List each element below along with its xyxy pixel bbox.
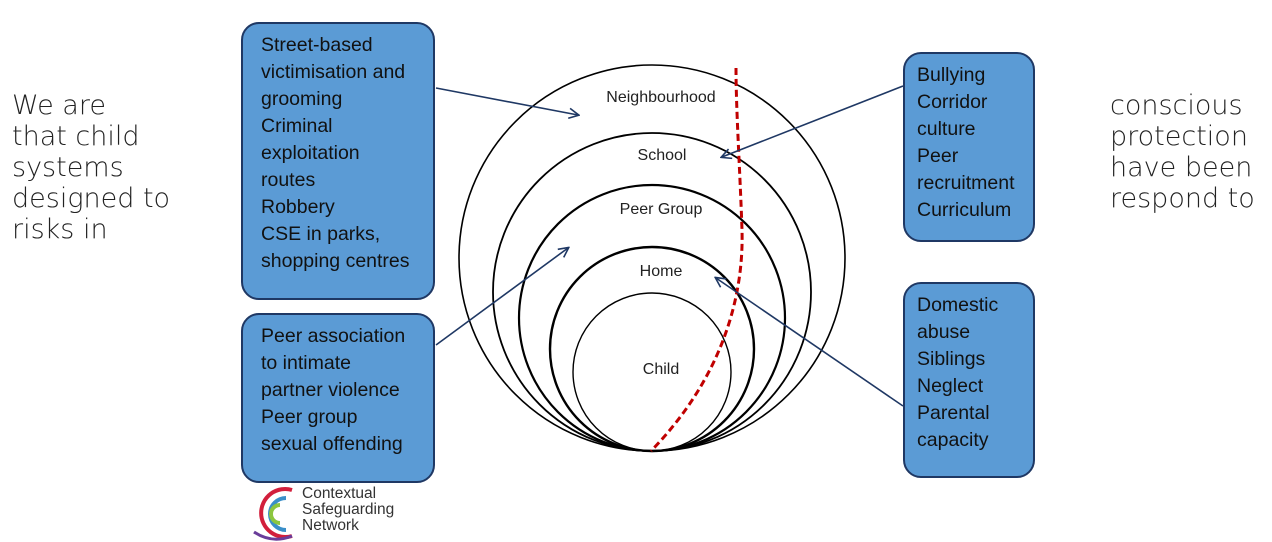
- arrow-home-to-home: [716, 278, 904, 407]
- left-text-line: We are: [12, 90, 106, 121]
- box-line: capacity: [917, 429, 989, 451]
- left-text-line: that child: [12, 121, 140, 152]
- box-line: Parental: [917, 402, 990, 424]
- box-line: victimisation and: [261, 61, 406, 83]
- risk-box-home: Domestic abuse Siblings Neglect Parental…: [903, 282, 1035, 478]
- ring-peer-group: [517, 183, 787, 453]
- box-line: Criminal: [261, 115, 333, 137]
- box-line: Domestic: [917, 294, 999, 316]
- box-line: culture: [917, 118, 976, 140]
- arrow-peer-to-peer-group: [435, 248, 568, 346]
- box-line: recruitment: [917, 172, 1015, 194]
- box-line: Street-based: [261, 34, 373, 56]
- logo-text-line: Contextual: [302, 485, 377, 502]
- ring-label-peer-group: Peer Group: [620, 201, 703, 218]
- ring-label-child: Child: [643, 361, 679, 378]
- box-line: shopping centres: [261, 250, 410, 272]
- logo-text: Contextual Safeguarding Network: [302, 486, 394, 534]
- right-text: conscious protection have been respond t…: [1110, 90, 1272, 214]
- risk-box-peer-group: Peer association to intimate partner vio…: [241, 313, 435, 483]
- arrow-school-to-school: [722, 85, 904, 157]
- left-text-line: risks in: [12, 214, 108, 245]
- contextual-safeguarding-logo: Contextual Safeguarding Network: [246, 484, 446, 542]
- box-line: Peer group: [261, 406, 358, 428]
- logo-text-line: Safeguarding: [302, 501, 395, 518]
- logo-mark-icon: [253, 487, 293, 541]
- left-text-line: systems: [12, 152, 124, 183]
- risk-box-neighbourhood: Street-based victimisation and grooming …: [241, 22, 435, 300]
- box-line: Bullying: [917, 64, 986, 86]
- box-line: sexual offending: [261, 433, 403, 455]
- right-text-line: respond to: [1110, 183, 1255, 214]
- right-text-line: protection: [1110, 121, 1248, 152]
- ring-label-home: Home: [640, 263, 683, 280]
- ring-label-school: School: [638, 147, 687, 164]
- box-line: Peer association: [261, 325, 406, 347]
- box-line: Corridor: [917, 91, 988, 113]
- ring-neighbourhood: [458, 64, 846, 452]
- box-line: Curriculum: [917, 199, 1012, 221]
- box-line: to intimate: [261, 352, 351, 374]
- left-text-line: designed to: [12, 183, 171, 214]
- ring-school: [492, 132, 812, 452]
- box-line: exploitation: [261, 142, 360, 164]
- right-text-line: have been: [1110, 152, 1253, 183]
- box-line: Neglect: [917, 375, 984, 397]
- left-text: We are that child systems designed to ri…: [12, 90, 222, 245]
- box-line: partner violence: [261, 379, 400, 401]
- box-line: Peer: [917, 145, 959, 167]
- arrow-street-to-neighbourhood: [435, 87, 578, 115]
- logo-text-line: Network: [302, 517, 359, 534]
- box-line: abuse: [917, 321, 971, 343]
- box-line: Siblings: [917, 348, 986, 370]
- box-line: grooming: [261, 88, 343, 110]
- right-text-line: conscious: [1110, 90, 1243, 121]
- dashed-divider-line: [649, 67, 744, 453]
- box-line: routes: [261, 169, 316, 191]
- box-line: Robbery: [261, 196, 335, 218]
- risk-box-school: Bullying Corridor culture Peer recruitme…: [903, 52, 1035, 242]
- ring-label-neighbourhood: Neighbourhood: [606, 89, 715, 106]
- box-line: CSE in parks,: [261, 223, 381, 245]
